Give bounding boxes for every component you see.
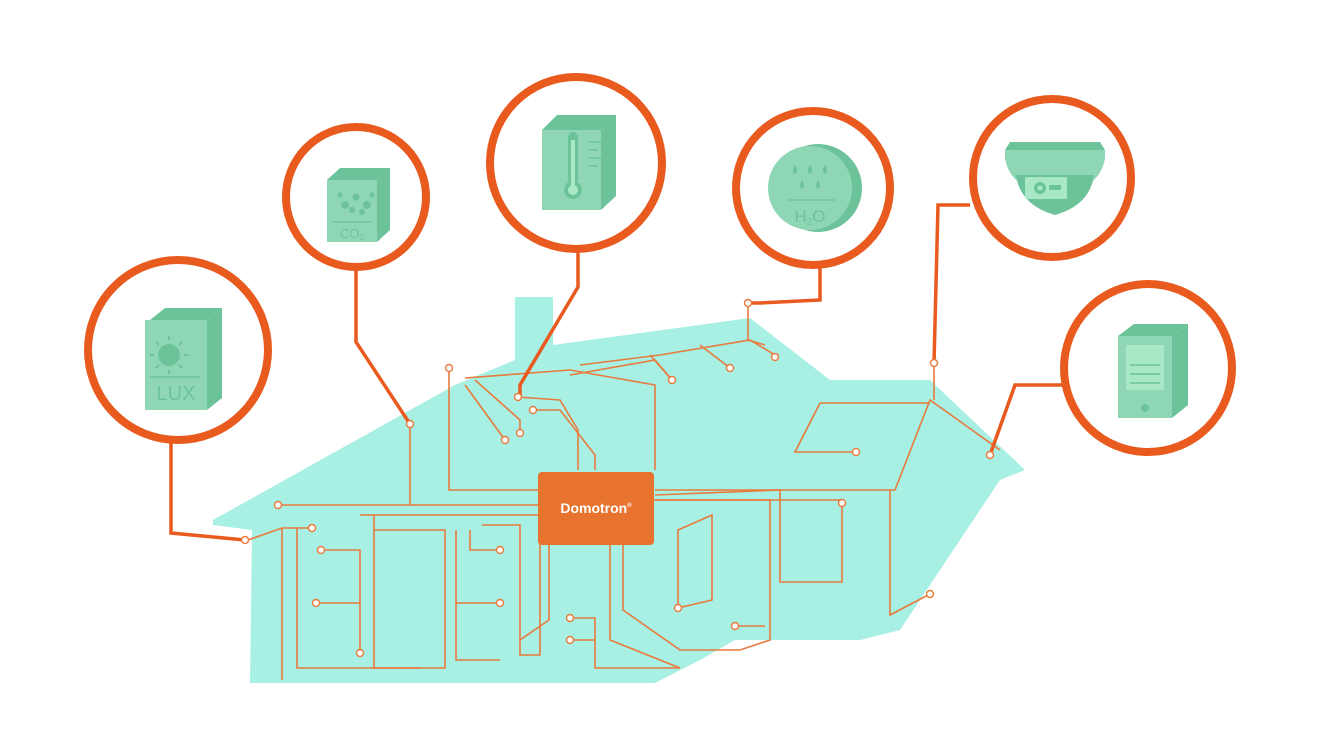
h2o-label: H2O (794, 207, 825, 228)
h2o-label-h: H (794, 207, 806, 226)
lux-sensor[interactable]: LUX (84, 256, 272, 444)
lux-label: LUX (157, 383, 196, 405)
co2-box-icon: CO2 (327, 168, 390, 242)
motion-sensor[interactable] (1060, 280, 1236, 456)
motion-box-icon (1118, 324, 1188, 418)
co2-label: CO2 (340, 226, 365, 242)
sensor-links (169, 203, 1068, 542)
camera-icon (1005, 142, 1105, 215)
temperature-sensor[interactable] (486, 73, 666, 253)
domotron-hub[interactable]: Domotron® (538, 472, 654, 545)
sun-icon (150, 336, 188, 374)
humidity-sensor[interactable]: H2O (732, 107, 894, 269)
h2o-label-o: O (812, 207, 825, 226)
co2-sensor[interactable]: CO2 (282, 123, 430, 271)
humidity-icon: H2O (768, 144, 862, 232)
thermometer-icon (564, 132, 604, 199)
hub-brand-label: Domotron® (560, 500, 632, 516)
wire-nodes (240, 298, 995, 658)
hub-registered-mark: ® (627, 502, 632, 509)
wiring (247, 305, 1001, 680)
co2-label-main: CO (340, 226, 360, 241)
droplets-icon (793, 165, 827, 189)
bubbles-icon (337, 192, 375, 215)
hub-brand-text: Domotron (560, 500, 627, 516)
h2o-label-sub: 2 (807, 217, 813, 228)
camera-sensor[interactable] (969, 95, 1135, 261)
lux-box-icon: LUX (145, 308, 222, 410)
thermometer-box-icon (542, 115, 616, 210)
co2-label-sub: 2 (360, 233, 365, 242)
